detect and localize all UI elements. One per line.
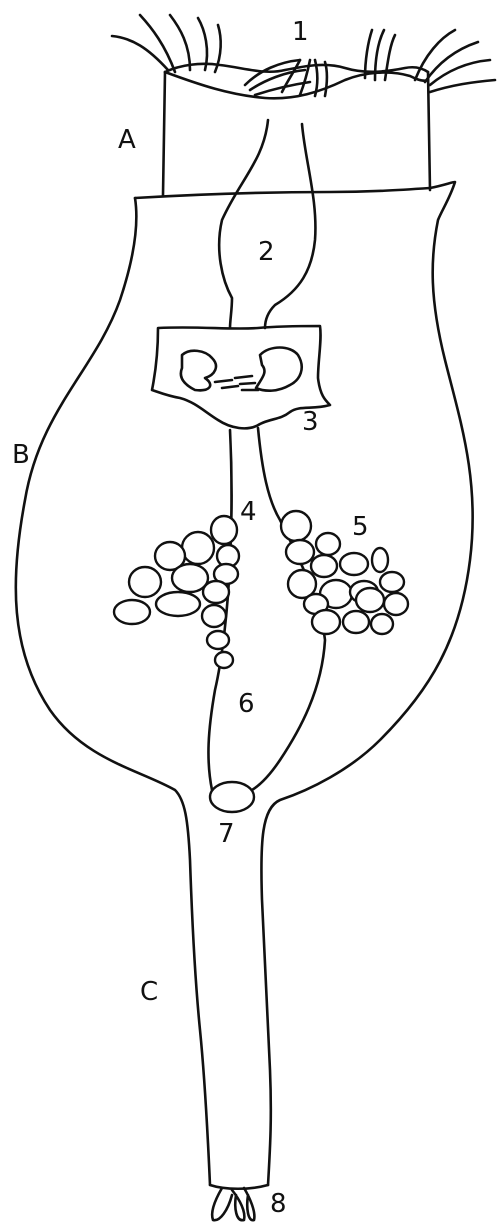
label-8: 8 (270, 1189, 287, 1219)
label-2: 2 (258, 237, 275, 267)
label-b: B (12, 440, 30, 470)
label-3: 3 (302, 407, 319, 437)
label-1: 1 (292, 17, 309, 47)
left-gland-cluster (114, 516, 239, 668)
trunk-outline-right (261, 182, 472, 1185)
label-c: C (140, 977, 158, 1007)
label-5: 5 (352, 512, 369, 542)
label-6: 6 (238, 689, 255, 719)
trunk-outline (16, 198, 210, 1185)
toes (212, 1188, 254, 1220)
anus (210, 782, 254, 812)
label-4: 4 (240, 497, 257, 527)
mouth-tube (219, 120, 315, 328)
head-region-a (135, 64, 430, 198)
label-7: 7 (218, 819, 235, 849)
label-a: A (118, 125, 136, 155)
right-gland-cluster (281, 511, 408, 634)
